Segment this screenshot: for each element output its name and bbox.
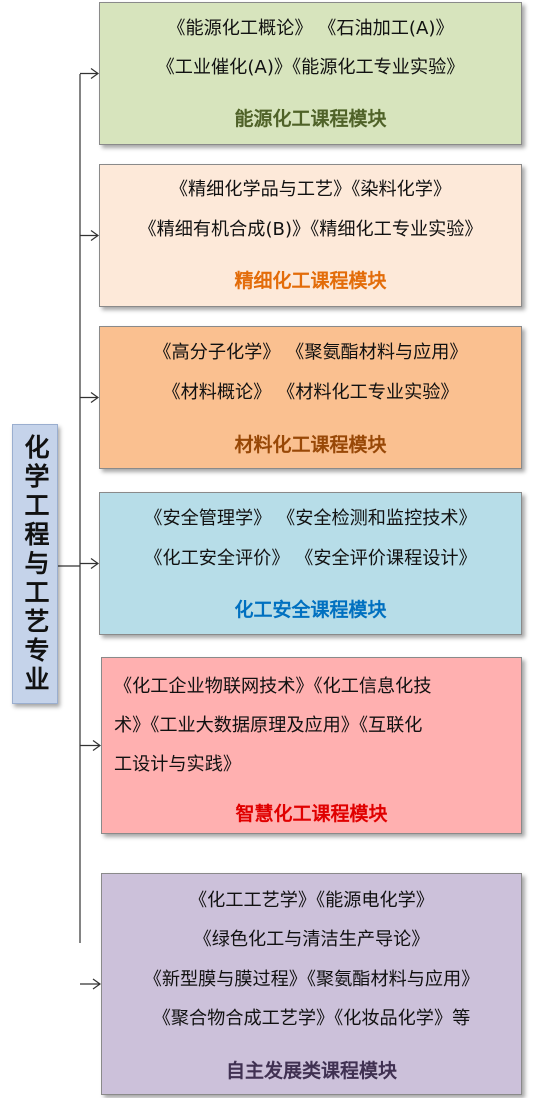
course-line: 《化工企业物联网技术》《化工信息化技 — [114, 676, 432, 697]
course-line: 《新型膜与膜过程》《聚氨酯材料与应用》 — [143, 969, 480, 990]
module-title: 精细化工课程模块 — [234, 270, 387, 292]
arrow-head — [90, 392, 100, 403]
course-line: 《化工安全评价》 《安全评价课程设计》 — [144, 548, 477, 569]
arrow-head — [92, 978, 102, 990]
module-box-self-development: 《化工工艺学》《能源电化学》 《绿色化工与清洁生产导论》 《新型膜与膜过程》《聚… — [101, 873, 522, 1095]
course-line: 《聚合物合成工艺学》《化妆品化学》等 — [152, 1008, 471, 1029]
module-title: 材料化工课程模块 — [234, 434, 387, 456]
arrow-head — [92, 740, 102, 751]
course-line: 《精细化学品与工艺》《染料化学》 — [169, 179, 452, 200]
course-line: 《安全管理学》 《安全检测和监控技术》 — [144, 508, 477, 529]
course-line: 工设计与实践》 — [114, 754, 241, 775]
connector-arrows — [80, 68, 102, 990]
course-line: 《能源化工概论》 《石油加工(A)》 — [167, 18, 454, 39]
course-line: 《化工工艺学》《能源电化学》 — [189, 890, 434, 911]
course-line: 《材料概论》 《材料化工专业实验》 — [162, 382, 459, 403]
course-line: 《高分子化学》 《聚氨酯材料与应用》 — [153, 342, 468, 363]
module-box-fine-chemical: 《精细化学品与工艺》《染料化学》 《精细有机合成(B)》《精细化工专业实验》 精… — [99, 164, 522, 307]
major-box: 化学工程与工艺专业 — [12, 424, 58, 704]
module-title: 化工安全课程模块 — [234, 599, 387, 621]
module-box-safety: 《安全管理学》 《安全检测和监控技术》 《化工安全评价》 《安全评价课程设计》 … — [99, 492, 522, 635]
course-line: 《工业催化(A)》《能源化工专业实验》 — [156, 57, 465, 78]
module-box-materials: 《高分子化学》 《聚氨酯材料与应用》 《材料概论》 《材料化工专业实验》 材料化… — [99, 326, 522, 469]
course-line: 《精细有机合成(B)》《精细化工专业实验》 — [138, 219, 483, 240]
arrow-head — [90, 558, 100, 569]
course-line: 术》《工业大数据原理及应用》《互联化 — [114, 715, 423, 736]
module-title: 能源化工课程模块 — [234, 108, 387, 130]
major-title: 化学工程与工艺专业 — [21, 433, 50, 695]
module-box-smart: 《化工企业物联网技术》《化工信息化技 术》《工业大数据原理及应用》《互联化 工设… — [101, 657, 522, 834]
module-title: 智慧化工课程模块 — [235, 803, 388, 825]
module-title: 自主发展类课程模块 — [225, 1060, 397, 1082]
module-box-energy: 《能源化工概论》 《石油加工(A)》 《工业催化(A)》《能源化工专业实验》 能… — [99, 2, 522, 145]
course-line: 《绿色化工与清洁生产导论》 — [193, 929, 430, 950]
arrow-head — [90, 230, 100, 241]
arrow-head — [90, 68, 100, 79]
